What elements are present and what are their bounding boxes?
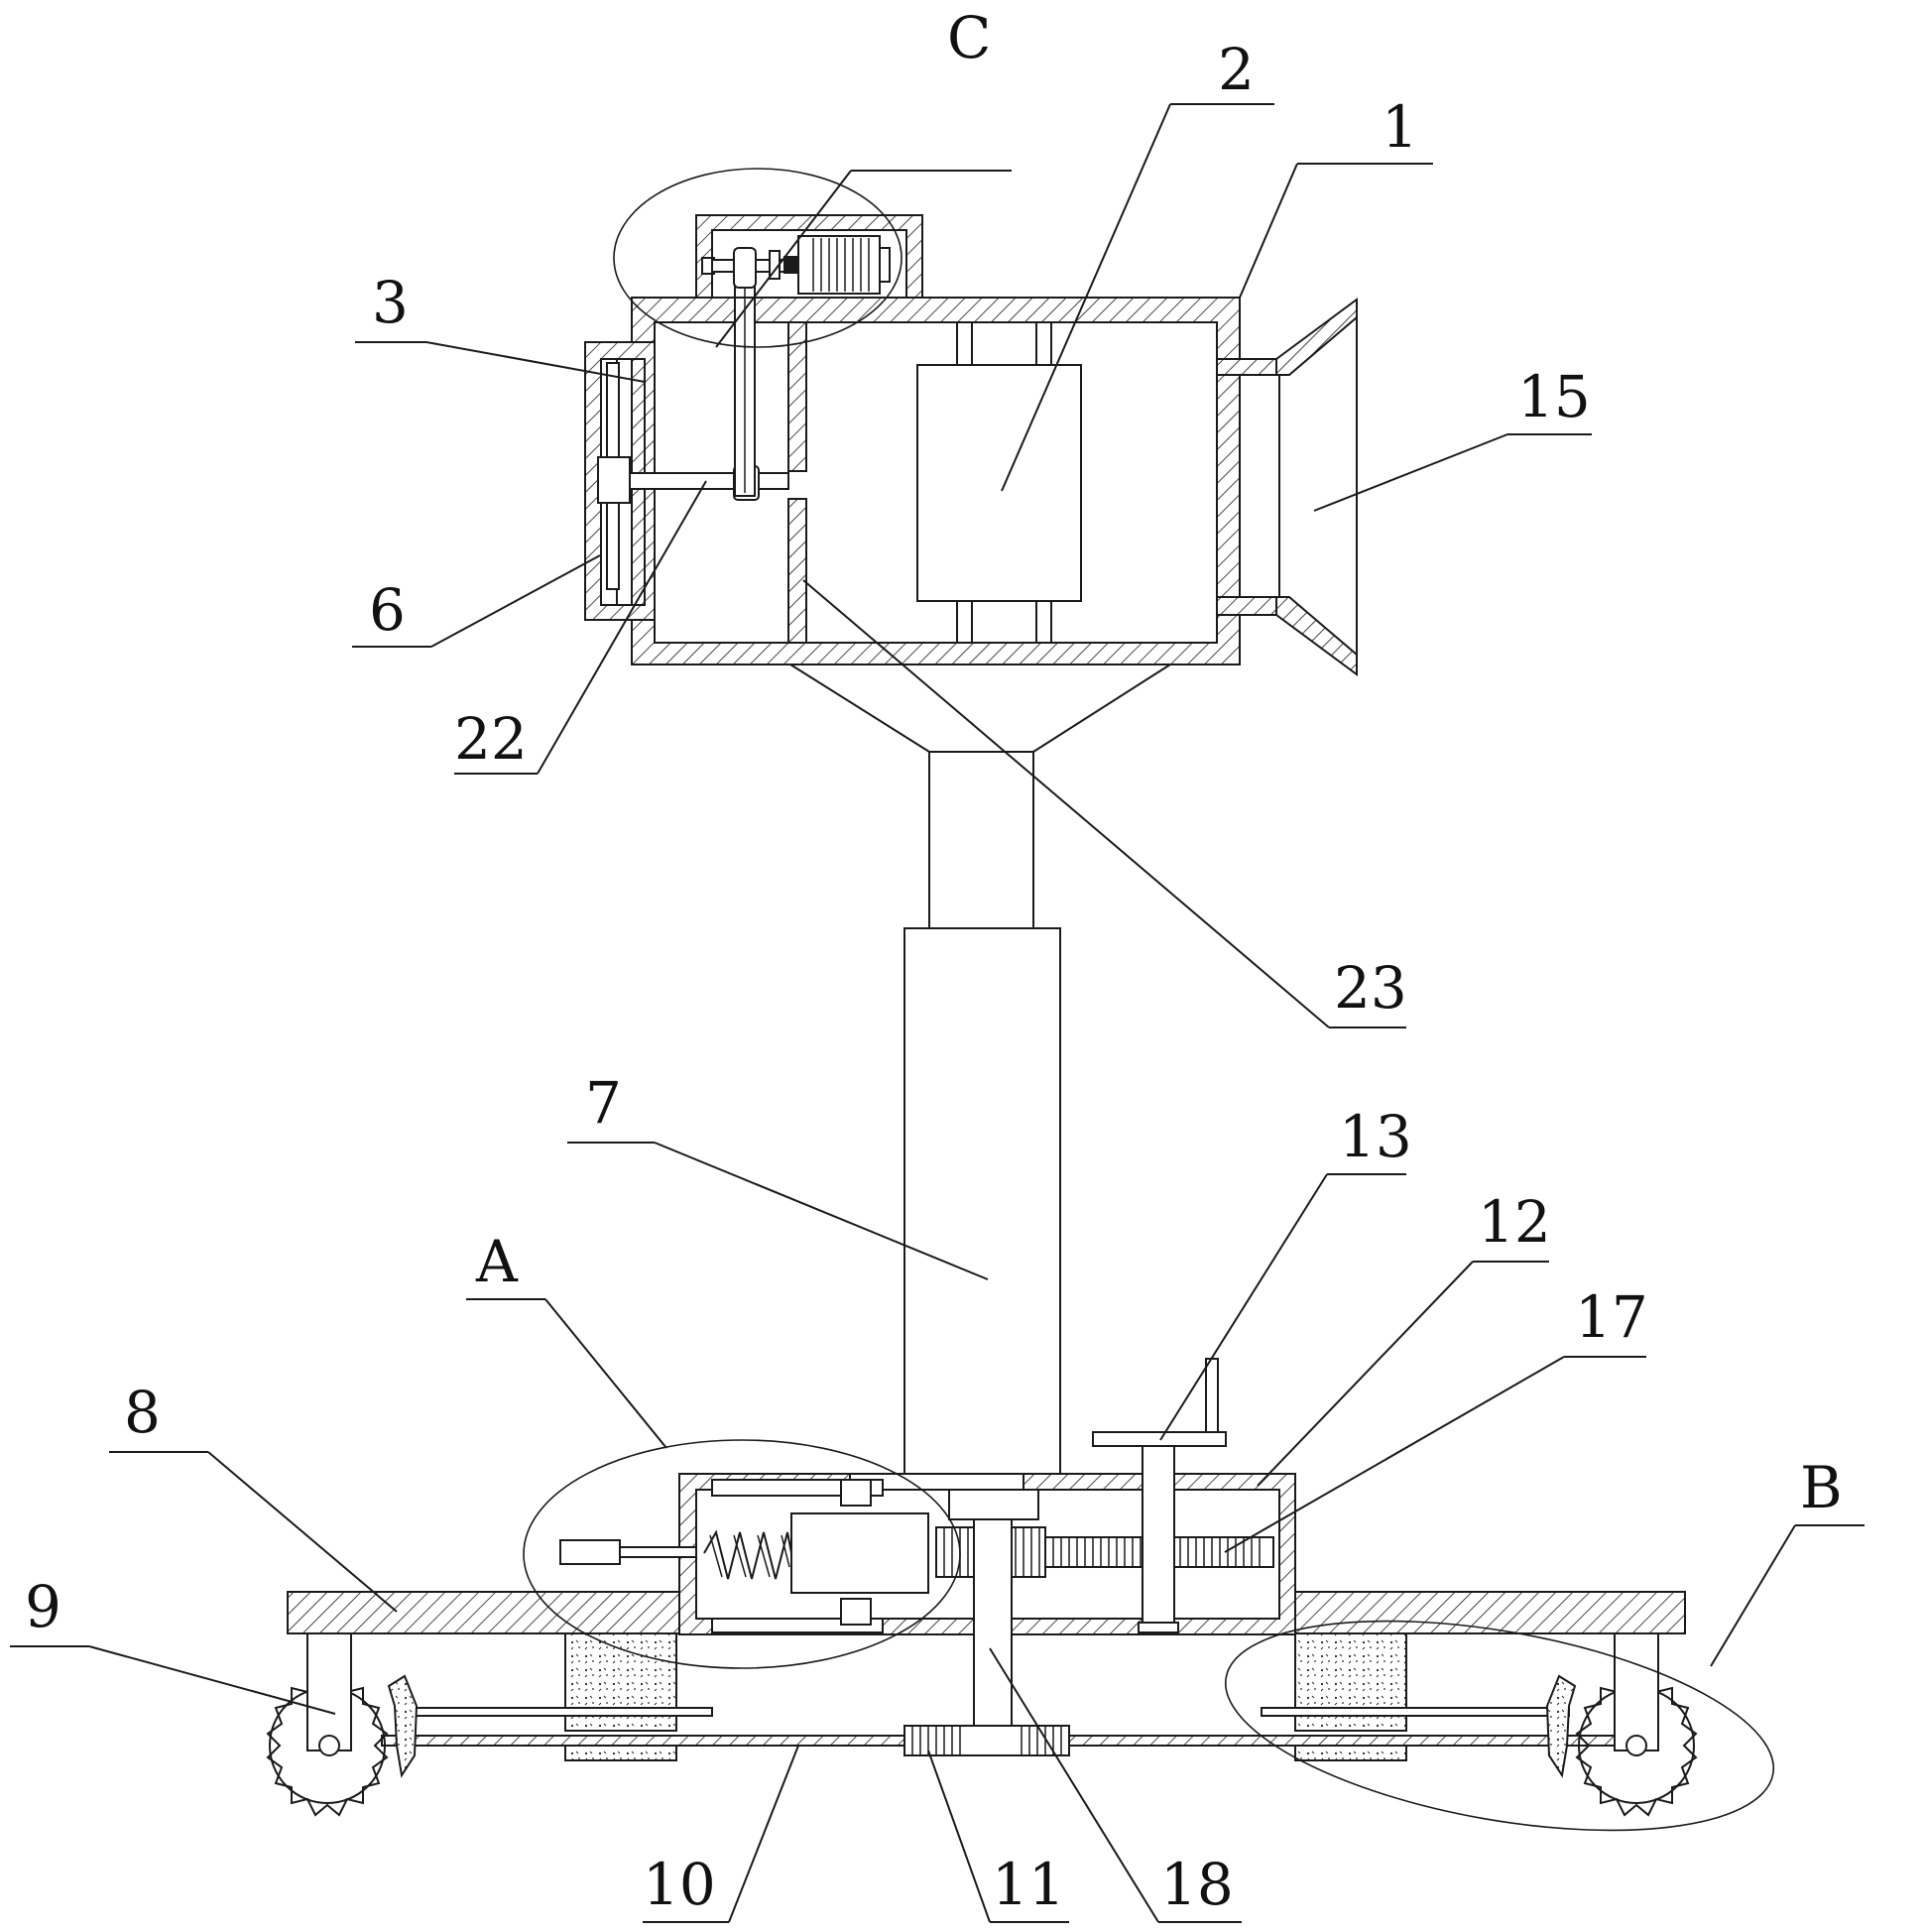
motor-box bbox=[696, 215, 922, 298]
handwheel bbox=[1093, 1359, 1226, 1632]
column bbox=[790, 664, 1170, 1474]
label-11: 11 bbox=[992, 1851, 1065, 1918]
label-18: 18 bbox=[1160, 1851, 1234, 1918]
wheel-left bbox=[268, 1633, 417, 1815]
label-10: 10 bbox=[643, 1851, 716, 1918]
label-2: 2 bbox=[1218, 36, 1255, 103]
label-12: 12 bbox=[1478, 1188, 1551, 1256]
label-c: C bbox=[947, 4, 991, 71]
label-22: 22 bbox=[454, 705, 528, 773]
label-13: 13 bbox=[1339, 1103, 1412, 1170]
spring bbox=[704, 1532, 791, 1579]
internal-unit bbox=[917, 322, 1081, 643]
label-1: 1 bbox=[1382, 93, 1418, 161]
label-23: 23 bbox=[1334, 954, 1407, 1022]
label-b: B bbox=[1800, 1454, 1843, 1521]
label-a: A bbox=[475, 1228, 519, 1295]
label-17: 17 bbox=[1575, 1283, 1648, 1351]
label-6: 6 bbox=[369, 576, 406, 644]
label-8: 8 bbox=[124, 1379, 161, 1446]
label-15: 15 bbox=[1517, 363, 1591, 430]
label-9: 9 bbox=[25, 1573, 61, 1640]
label-7: 7 bbox=[585, 1069, 622, 1137]
label-3: 3 bbox=[372, 269, 409, 336]
wheel-right bbox=[1547, 1633, 1696, 1815]
